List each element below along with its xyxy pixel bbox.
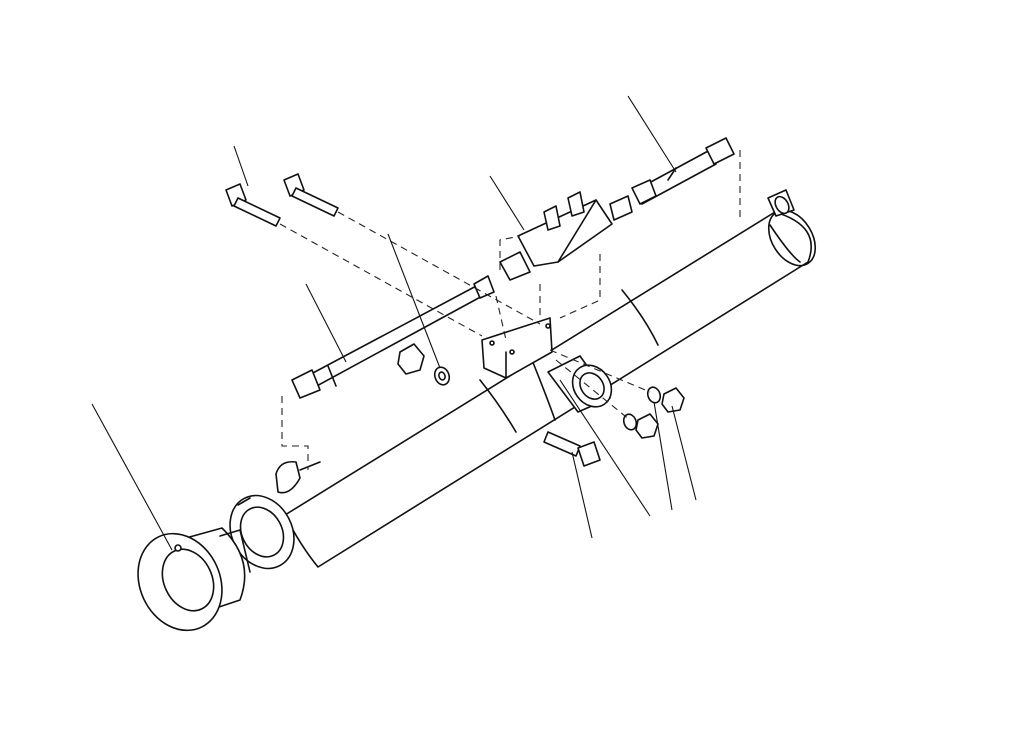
- leader-plate: [559, 379, 651, 517]
- gland-nut: [229, 494, 295, 570]
- leader-hose: [627, 95, 677, 173]
- leader-valve: [489, 175, 525, 231]
- leader-rod-eye: [91, 403, 173, 551]
- alignment-lines: [279, 150, 741, 470]
- leader-lower-bolt: [571, 451, 593, 539]
- mounting-plate: [481, 317, 553, 379]
- leader-washer-right: [653, 401, 673, 511]
- leader-lines: [91, 95, 697, 551]
- mounting-bolt-pair: [225, 173, 339, 227]
- rod-eye: [137, 527, 251, 632]
- cylinder-barrel: [284, 189, 817, 568]
- leader-tube: [305, 283, 347, 363]
- trunnion: [531, 355, 613, 421]
- hose-assembly: [631, 137, 735, 205]
- leader-bolt-pair: [233, 145, 249, 187]
- leader-nut-left: [387, 233, 441, 369]
- nut-and-washer-left: [397, 343, 451, 386]
- leader-nut-right: [671, 405, 697, 501]
- nuts-and-washers-right: [622, 386, 685, 439]
- lower-bolt: [543, 431, 601, 467]
- control-valve: [499, 191, 633, 281]
